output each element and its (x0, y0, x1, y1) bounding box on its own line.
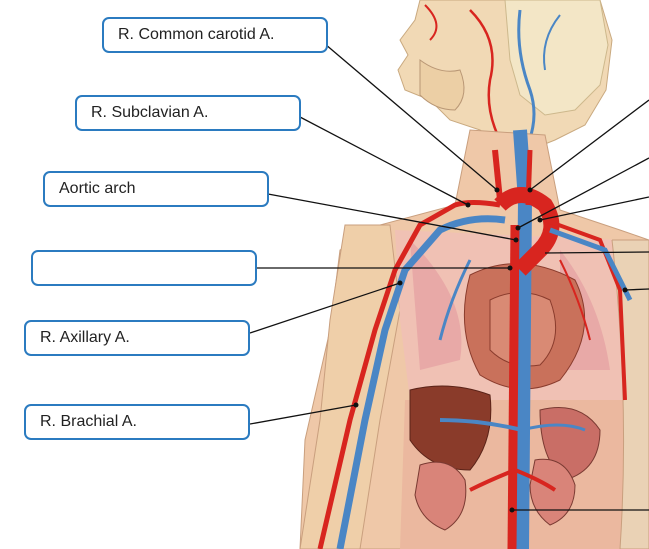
label-axillary-text: R. Axillary A. (40, 329, 130, 346)
leader-line-right-3 (539, 196, 649, 221)
leader-line-aortic (267, 193, 517, 241)
leader-line-right-4 (544, 251, 649, 254)
leader-line-subclavian (299, 116, 469, 206)
head (397, 0, 613, 151)
pointer-dots (353, 187, 628, 513)
leader-line-brachial (249, 404, 357, 425)
leader-line-right-2 (517, 157, 649, 229)
label-subclavian[interactable]: R. Subclavian A. (75, 95, 301, 131)
label-axillary[interactable]: R. Axillary A. (24, 320, 250, 356)
label-common-carotid[interactable]: R. Common carotid A. (102, 17, 328, 53)
label-brachial[interactable]: R. Brachial A. (24, 404, 250, 440)
label-blank-answer[interactable] (31, 250, 257, 286)
leader-line-right-1 (529, 99, 649, 191)
label-common-carotid-text: R. Common carotid A. (118, 26, 275, 43)
label-subclavian-text: R. Subclavian A. (91, 104, 209, 121)
leader-lines (249, 43, 649, 511)
leader-line-axillary (249, 282, 401, 334)
label-brachial-text: R. Brachial A. (40, 413, 137, 430)
vessels (317, 129, 633, 549)
leader-line-carotid (324, 43, 498, 191)
label-aortic-arch-text: Aortic arch (59, 180, 136, 197)
leader-line-right-5 (624, 288, 649, 291)
label-aortic-arch[interactable]: Aortic arch (43, 171, 269, 207)
